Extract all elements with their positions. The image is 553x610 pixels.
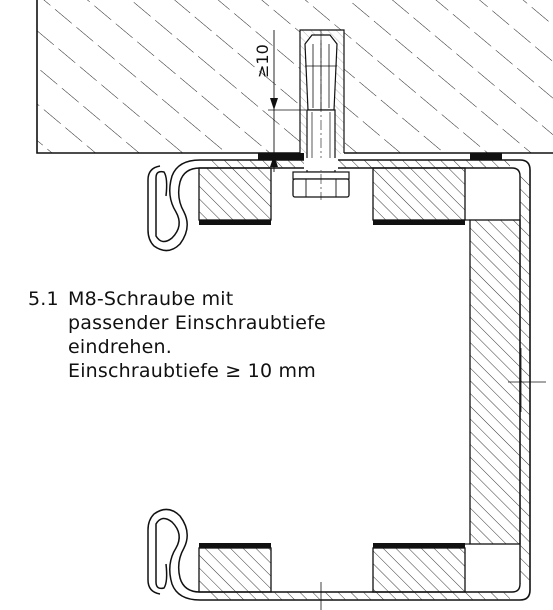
instruction-line: passender Einschraubtiefe xyxy=(68,312,326,334)
instruction-line: M8-Schraube mit xyxy=(68,288,234,310)
instruction-line: eindrehen. xyxy=(68,336,172,358)
instruction-text: M8-Schraube mit passender Einschraubtief… xyxy=(68,287,326,383)
screw-depth-dimension: ≥10 xyxy=(253,30,306,172)
dimension-label: ≥10 xyxy=(253,44,272,78)
wall-section xyxy=(36,0,553,154)
instruction-line: Einschraubtiefe ≥ 10 mm xyxy=(68,360,316,382)
step-number: 5.1 xyxy=(28,288,59,310)
mounting-rail xyxy=(147,153,546,610)
